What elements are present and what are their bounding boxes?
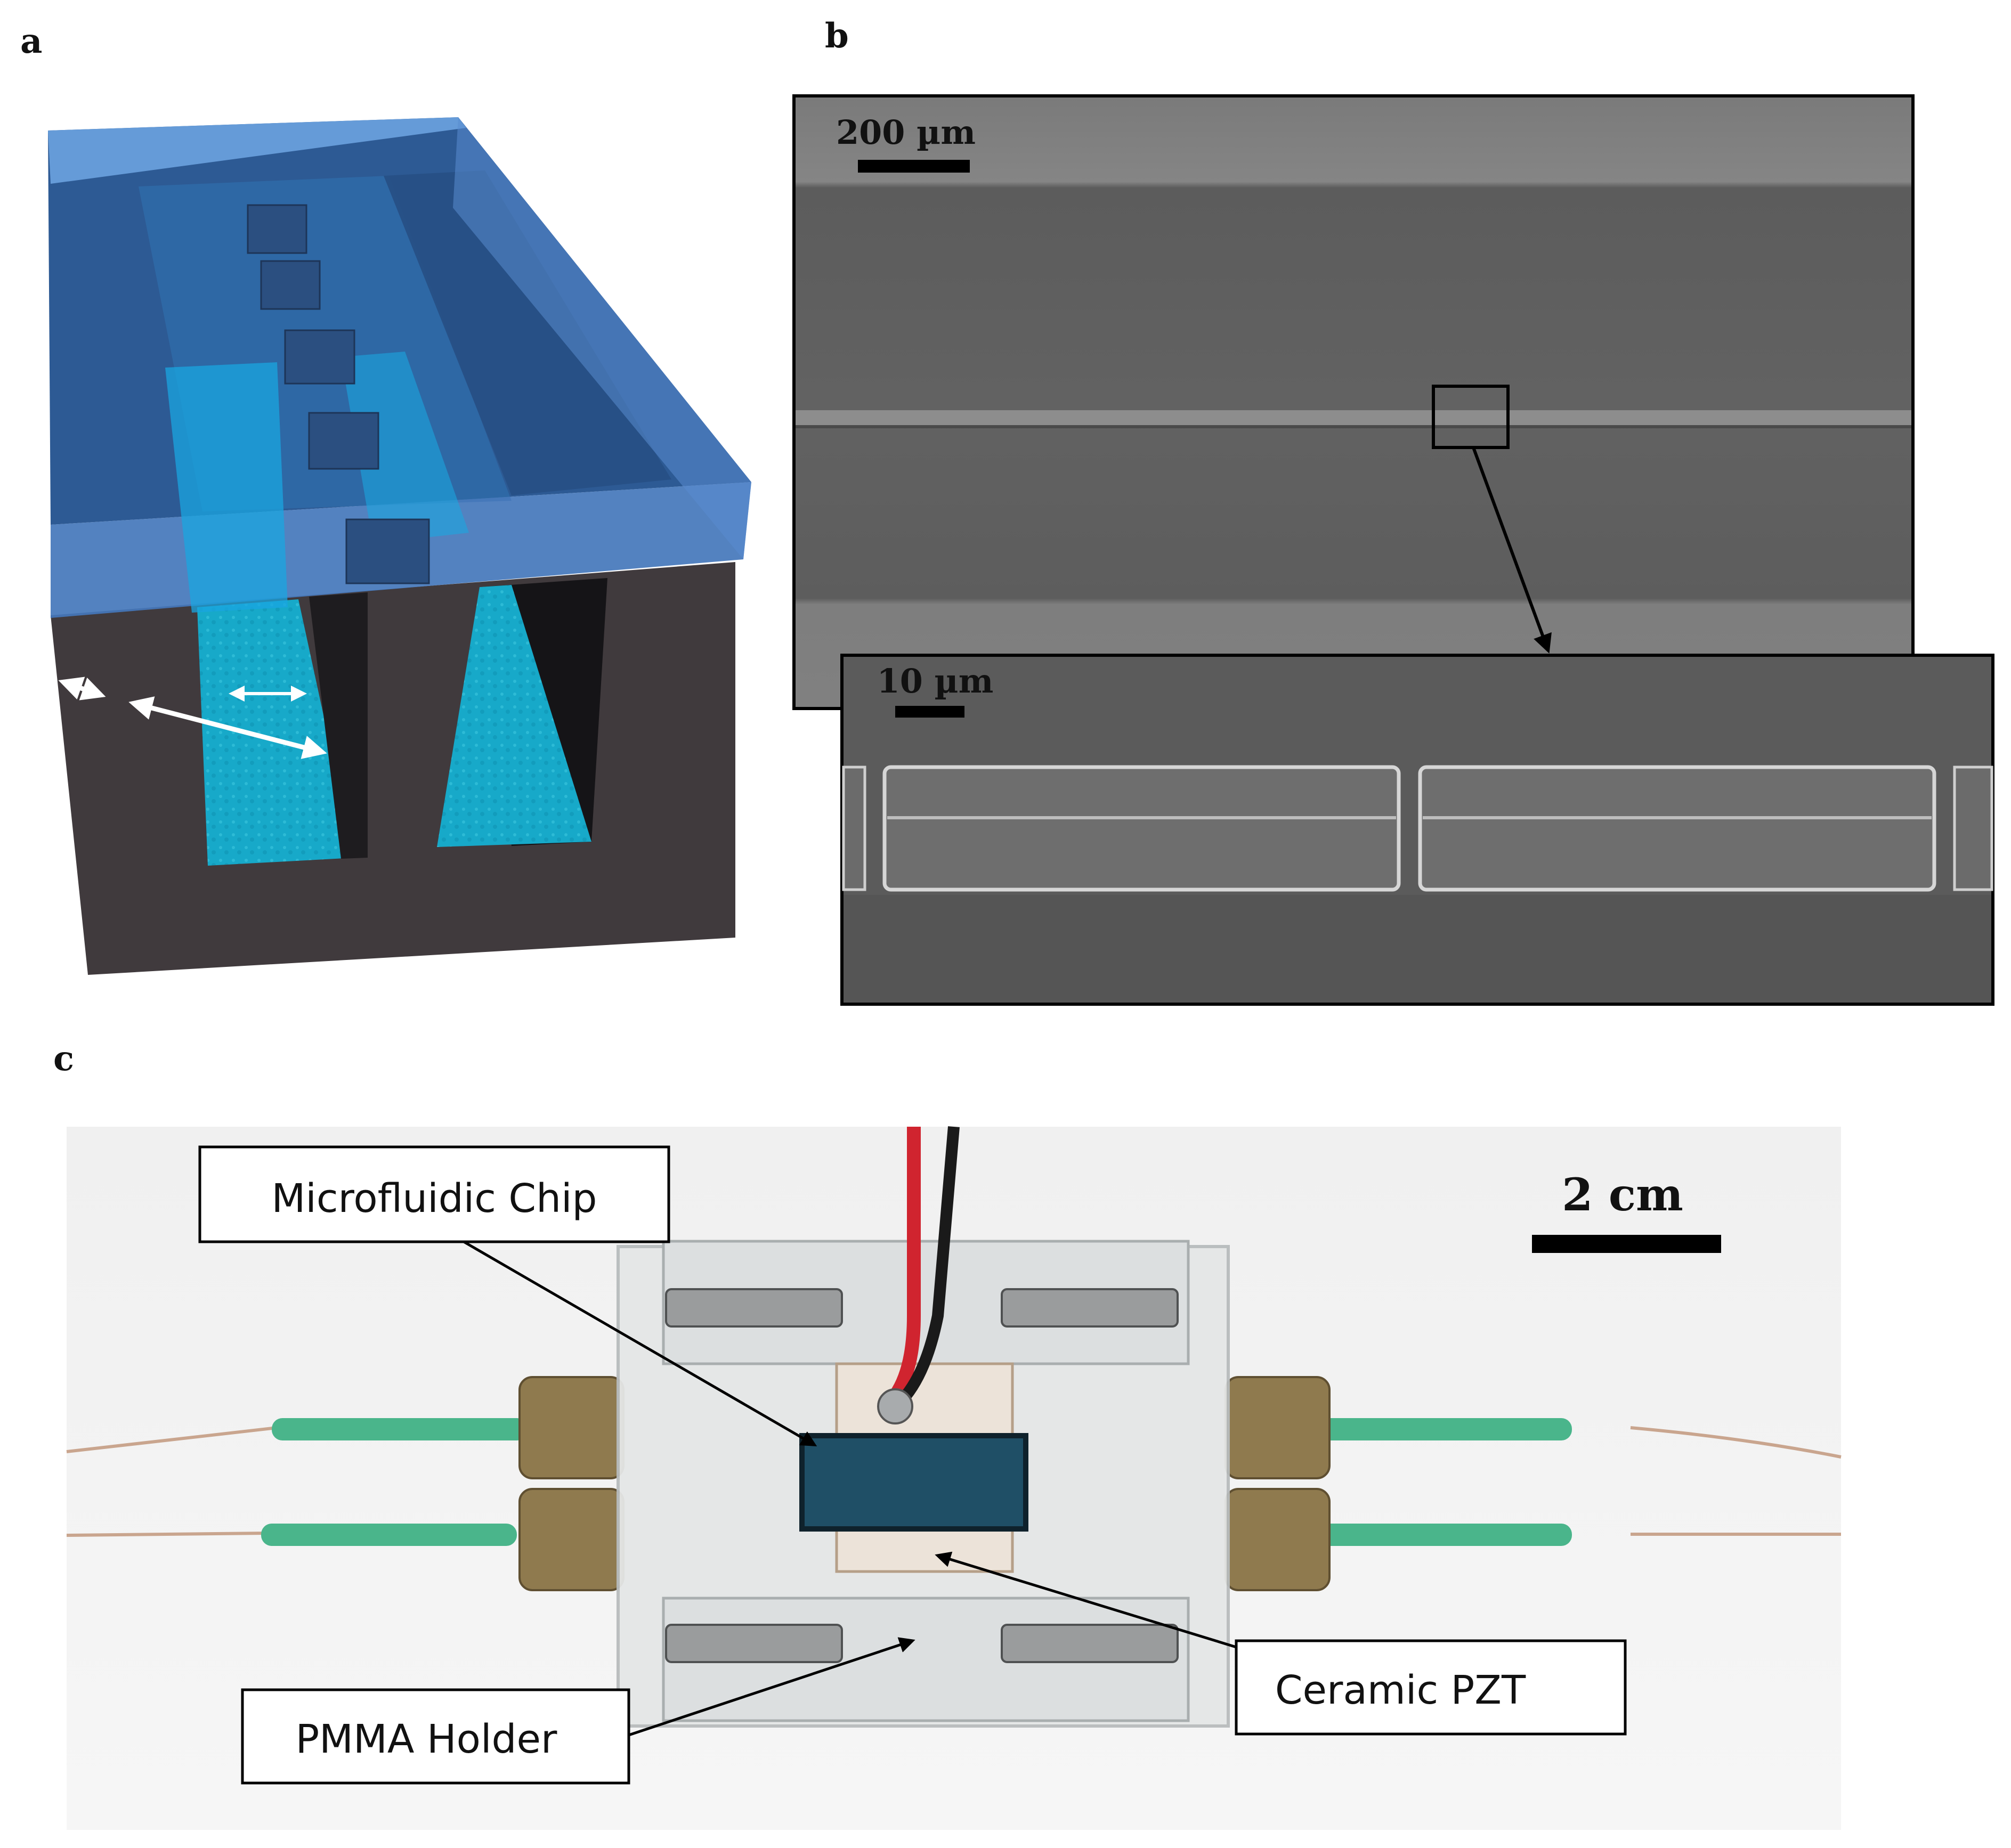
wire-red xyxy=(889,1127,921,1400)
arrow-channel-width xyxy=(128,696,327,759)
fitting-br xyxy=(1225,1488,1331,1591)
screw-bl xyxy=(665,1624,843,1663)
microfluidic-chip xyxy=(799,1433,1028,1532)
green-sleeves xyxy=(261,1418,1572,1546)
solder-joint xyxy=(877,1388,913,1424)
sem-pillar-left-edge xyxy=(842,766,866,891)
panel-b-sem: 200 µm 10 µm xyxy=(792,94,1994,1006)
upper-fluid-region-2 xyxy=(341,352,469,543)
lid-side-face xyxy=(453,117,751,559)
photo-scale-bar xyxy=(1532,1235,1721,1253)
substrate-front-face xyxy=(51,562,735,975)
sem-main-scale-label: 200 µm xyxy=(836,113,976,152)
lid-channel-right xyxy=(384,170,671,495)
sleeve-br xyxy=(1316,1524,1572,1546)
sem-inset-lower-band xyxy=(844,895,1991,1003)
screw-tr xyxy=(1001,1288,1179,1328)
fitting-bl xyxy=(518,1488,625,1591)
sem-main-image xyxy=(792,94,1915,710)
pillar-4 xyxy=(308,412,379,470)
zoom-box xyxy=(1432,385,1510,449)
pillar-3 xyxy=(284,329,355,385)
sem-main-ridge xyxy=(796,410,1911,425)
sem-pillar-right-edge xyxy=(1953,766,1993,891)
leader-chip xyxy=(457,1237,817,1447)
sleeve-bl xyxy=(261,1524,517,1546)
leader-pzt xyxy=(935,1551,1242,1650)
upper-fluid-region xyxy=(165,362,288,613)
pillar-2 xyxy=(260,260,321,310)
sem-inset-pillars xyxy=(842,765,1993,892)
screws xyxy=(665,1288,1179,1663)
label-box-holder xyxy=(241,1688,630,1785)
panel-letter-c: c xyxy=(53,1039,74,1079)
sem-pillar-2 xyxy=(1418,765,1936,892)
fitting-tr xyxy=(1225,1376,1331,1479)
arrow-wall-width xyxy=(58,677,106,701)
sem-inset-scale-label: 10 µm xyxy=(877,662,994,701)
fitting-tl xyxy=(518,1376,625,1479)
pillar-edge-shadow xyxy=(309,592,368,859)
channel-right-fluid xyxy=(437,585,591,847)
sleeve-tr xyxy=(1316,1418,1572,1440)
photo-scale-label: 2 cm xyxy=(1562,1168,1683,1221)
panel-a-schematic xyxy=(48,117,751,975)
screw-br xyxy=(1001,1624,1179,1663)
panel-c-photo: 2 cm Microfluidic Chip Ceramic PZT PMMA … xyxy=(66,1126,1842,1830)
lid-top-highlight xyxy=(48,117,466,184)
sleeve-tl xyxy=(272,1418,528,1440)
label-box-chip xyxy=(198,1145,670,1243)
dimension-arrows xyxy=(58,677,327,759)
sem-pillar-1 xyxy=(882,765,1401,892)
label-holder: PMMA Holder xyxy=(296,1716,557,1762)
pillar-5 xyxy=(345,518,430,584)
fiber-tubing xyxy=(66,1426,1842,1537)
label-pzt: Ceramic PZT xyxy=(1275,1667,1526,1713)
label-chip: Microfluidic Chip xyxy=(271,1176,597,1222)
pillar-1 xyxy=(247,204,307,254)
pillar-array xyxy=(247,204,430,584)
sem-inset-scale-bar xyxy=(895,706,964,718)
screw-tl xyxy=(665,1288,843,1328)
zoom-arrow xyxy=(1472,446,1552,654)
panel-letter-a: a xyxy=(20,21,43,61)
leader-holder xyxy=(628,1637,915,1737)
sem-main-ridge-shadow xyxy=(796,425,1911,428)
sem-main-scale-bar xyxy=(858,160,970,173)
panel-letter-b: b xyxy=(825,16,849,56)
label-box-pzt xyxy=(1235,1639,1627,1736)
wire-black xyxy=(901,1126,960,1399)
